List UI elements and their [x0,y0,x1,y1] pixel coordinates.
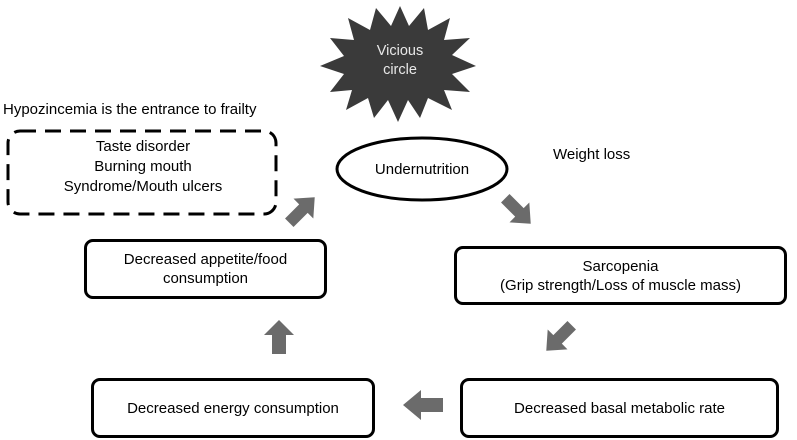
energy-label: Decreased energy consumption [127,399,339,417]
appetite-node: Decreased appetite/food consumption [84,239,327,299]
arrow-undernutrition-to-sarcopenia [501,194,531,224]
vicious-circle-burst [320,6,476,122]
arrow-sarcopenia-to-basal-rate [546,321,576,351]
symptom-item: Syndrome/Mouth ulcers [63,178,223,195]
symptoms-list: Taste disorder Burning mouth Syndrome/Mo… [12,137,274,197]
vicious-circle-label: Vicious circle [365,42,435,80]
sarcopenia-line: Sarcopenia [582,257,659,275]
weight-loss-label: Weight loss [553,146,631,163]
symptom-item: Taste disorder [95,138,191,155]
entrance-text: Hypozincemia is the entrance to frailty [3,101,257,118]
undernutrition-ellipse [335,136,509,202]
basal-rate-label: Decreased basal metabolic rate [514,399,725,417]
sarcopenia-line: (Grip strength/Loss of muscle mass) [500,276,741,294]
vicious-circle-line: circle [383,62,417,78]
basal-rate-node: Decreased basal metabolic rate [460,378,779,438]
arrow-appetite-to-undernutrition [285,197,315,227]
arrow-energy-to-appetite [264,320,294,354]
vicious-circle-line: Vicious [376,43,424,59]
undernutrition-label: Undernutrition [374,160,470,178]
appetite-line: consumption [162,270,249,287]
appetite-line: Decreased appetite/food [123,251,288,268]
sarcopenia-node: Sarcopenia (Grip strength/Loss of muscle… [454,246,787,305]
symptoms-dashed-box [6,129,278,216]
symptom-item: Burning mouth [94,158,192,175]
arrow-basal-rate-to-energy [403,390,443,420]
energy-node: Decreased energy consumption [91,378,375,438]
